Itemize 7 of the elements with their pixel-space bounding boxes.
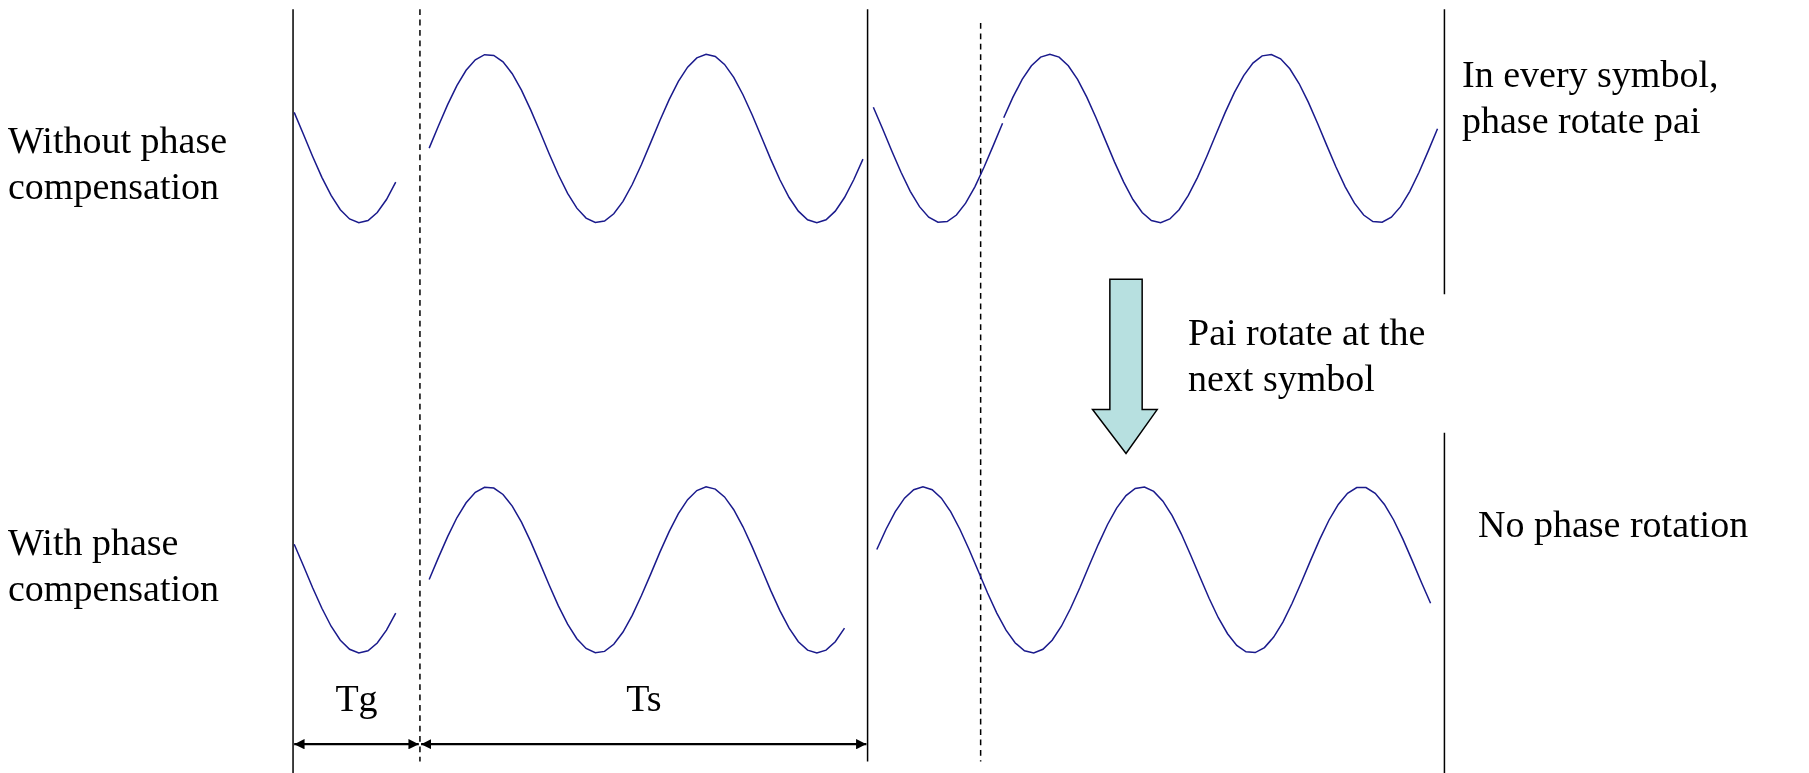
dimension-label: Ts	[626, 677, 662, 719]
note-text: In every symbol, phase rotate pai	[1462, 53, 1719, 141]
note-text: No phase rotation	[1478, 503, 1749, 545]
row-label: With phase compensation	[8, 521, 220, 609]
note-text: Pai rotate at the next symbol	[1188, 311, 1426, 399]
dimension-label: Tg	[335, 677, 378, 719]
row-label: Without phase compensation	[8, 119, 228, 207]
